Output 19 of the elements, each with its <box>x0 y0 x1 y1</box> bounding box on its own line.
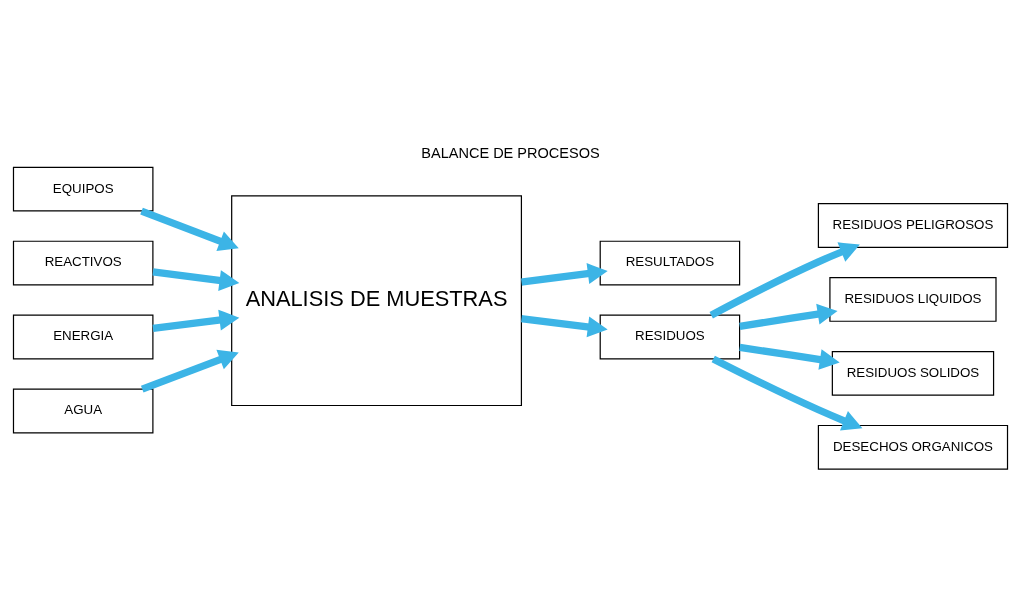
node-box: RESIDUOS LIQUIDOS <box>829 277 997 322</box>
node-box: EQUIPOS <box>12 166 154 212</box>
node-box: AGUA <box>12 388 154 434</box>
node-box: ANALISIS DE MUESTRAS <box>231 195 522 407</box>
arrow <box>140 349 239 393</box>
arrow <box>152 309 240 333</box>
arrow <box>152 268 240 291</box>
diagram-title: BALANCE DE PROCESOS <box>421 145 600 162</box>
arrow <box>711 355 863 431</box>
node-box: ENERGIA <box>12 314 154 360</box>
node-box: RESIDUOS <box>599 314 741 360</box>
arrow <box>739 343 840 370</box>
arrow <box>739 303 838 330</box>
node-box: RESULTADOS <box>599 240 741 286</box>
node-box: DESECHOS ORGANICOS <box>817 424 1009 470</box>
arrow <box>140 207 239 251</box>
node-box: RESIDUOS SOLIDOS <box>831 350 995 396</box>
node-box: RESIDUOS PELIGROSOS <box>817 203 1009 248</box>
node-box: REACTIVOS <box>12 240 154 286</box>
